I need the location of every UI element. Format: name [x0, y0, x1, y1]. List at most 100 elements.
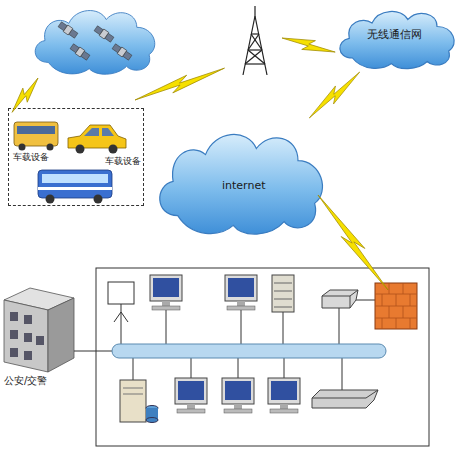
- router: [322, 290, 358, 308]
- firewall: [396, 318, 397, 329]
- node-label: 车载设备: [13, 153, 49, 163]
- building: [24, 351, 32, 360]
- building: [10, 348, 18, 357]
- workstation: [237, 301, 245, 306]
- car: [102, 128, 114, 136]
- police-building: 公安/交警: [0, 284, 84, 390]
- firewall: [389, 306, 390, 318]
- radio-tower: [248, 49, 262, 50]
- large-bus: [94, 195, 103, 204]
- building: [10, 312, 18, 321]
- router: [350, 290, 358, 296]
- network-wire: [166, 310, 167, 345]
- small-bus: [14, 122, 58, 146]
- building: [4, 288, 74, 372]
- satellite-symbol: [112, 43, 133, 61]
- building: [48, 298, 74, 372]
- small-bus: [47, 144, 54, 151]
- vehicle-group: 车载设备 车载设备: [8, 108, 144, 206]
- workstation: [271, 381, 297, 400]
- workstation: [270, 409, 298, 413]
- firewall: [403, 283, 404, 294]
- wireless-link: [280, 32, 336, 58]
- network-wire: [241, 310, 242, 345]
- workstation: [150, 275, 182, 301]
- large-bus: [42, 174, 108, 183]
- wireless-link: [133, 62, 227, 105]
- server-tower: [146, 418, 158, 423]
- network-bus: [112, 344, 386, 358]
- building: [36, 336, 44, 345]
- node-label: internet: [222, 180, 266, 192]
- cloud-outline: [340, 11, 454, 68]
- router: [350, 296, 351, 308]
- network-wire: [238, 357, 239, 378]
- radio-tower: [245, 63, 265, 64]
- firewall: [382, 318, 383, 329]
- radio-tower: [248, 34, 259, 50]
- network-wire: [121, 320, 122, 345]
- workstation: [177, 409, 205, 413]
- router: [322, 296, 350, 297]
- lightning-link: [309, 72, 359, 118]
- car: [109, 145, 118, 154]
- network-switch: [366, 390, 378, 398]
- firewall: [396, 294, 397, 306]
- projector-screen: [114, 312, 121, 322]
- server-rack: [272, 275, 294, 312]
- server-tower: [120, 380, 158, 423]
- network-wire: [74, 351, 114, 352]
- network-wire: [191, 357, 192, 378]
- server-rack: [274, 299, 292, 300]
- network-wire: [283, 312, 284, 345]
- radio-tower: [248, 50, 265, 64]
- network-wire: [284, 357, 285, 378]
- projector-screen: [108, 282, 134, 304]
- workstation: [175, 378, 300, 413]
- network-wire: [133, 357, 134, 380]
- workstation: [187, 404, 195, 409]
- node-label: 车载设备: [105, 157, 141, 167]
- node-label: 公安/交警: [4, 375, 47, 386]
- small-bus: [19, 144, 26, 151]
- satellite-cloud: [35, 11, 155, 75]
- network-switch: [312, 398, 366, 399]
- building: [10, 330, 18, 339]
- workstation: [150, 275, 257, 310]
- firewall: [375, 283, 417, 329]
- wireless-link: [7, 32, 393, 293]
- workstation: [280, 404, 288, 409]
- server-rack: [274, 307, 292, 308]
- satellite-symbol: [58, 21, 79, 39]
- workstation: [227, 306, 255, 310]
- firewall: [375, 283, 417, 329]
- radio-tower: [251, 33, 259, 34]
- firewall: [382, 294, 383, 306]
- server-tower: [120, 380, 146, 422]
- workstation: [225, 381, 251, 400]
- server-tower: [123, 388, 143, 389]
- workstation: [234, 404, 242, 409]
- satellite-symbol: [70, 43, 91, 61]
- projector-screen: [108, 282, 134, 322]
- satellite-symbol: [94, 25, 115, 43]
- network-switch: [312, 390, 378, 408]
- network-wire: [339, 308, 340, 345]
- car: [68, 125, 126, 148]
- projector-screen: [121, 312, 128, 322]
- internet-cloud: internet: [150, 118, 335, 240]
- radio-tower: [245, 50, 262, 64]
- lan-enclosure: [96, 268, 429, 446]
- firewall: [410, 294, 411, 306]
- workstation: [225, 275, 257, 301]
- workstation: [228, 278, 254, 297]
- car: [84, 128, 99, 136]
- server-tower: [123, 394, 143, 395]
- satellite-symbol: [58, 21, 133, 61]
- radio-tower: [243, 16, 255, 75]
- network-wire: [342, 357, 343, 392]
- radio-tower: [254, 6, 255, 16]
- lan-enclosure: [96, 268, 429, 446]
